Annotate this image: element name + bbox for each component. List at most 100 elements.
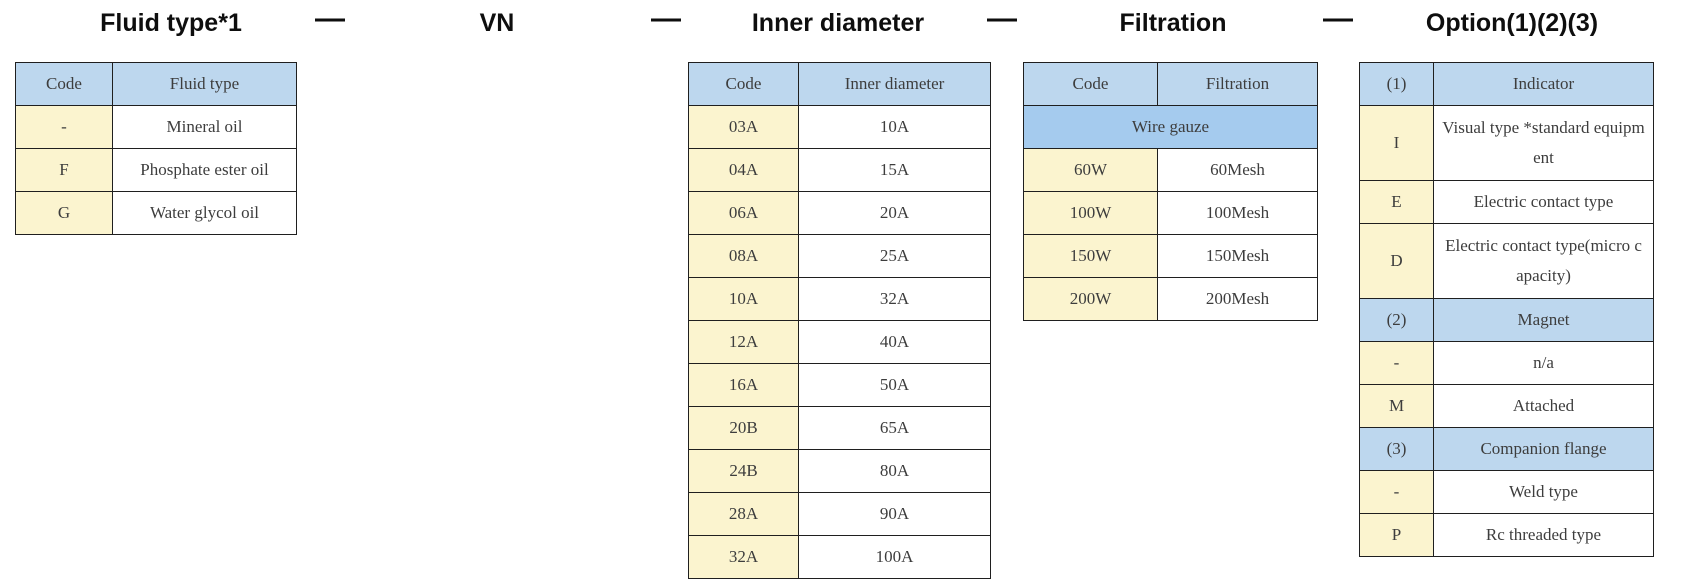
option-value-cell: Electric contact type(micro capacity)	[1433, 223, 1654, 299]
header-row: (1)Indicator	[1359, 62, 1654, 106]
fluid-type-code-cell: F	[15, 148, 113, 192]
inner-diameter-value-cell: 40A	[798, 320, 991, 364]
inner-diameter-code-cell: 20B	[688, 406, 799, 450]
segment-title-inner-diameter: Inner diameter	[751, 9, 925, 37]
inner-diameter-value-cell: 65A	[798, 406, 991, 450]
option-value-cell: Rc threaded type	[1433, 513, 1654, 557]
inner-diameter-code-cell: 06A	[688, 191, 799, 235]
fluid-type-value-cell: Mineral oil	[112, 105, 297, 149]
fluid-type-value-cell: Water glycol oil	[112, 191, 297, 235]
filtration-code-cell: 60W	[1023, 148, 1158, 192]
inner-diameter-value-cell: 90A	[798, 492, 991, 536]
inner-diameter-value-cell: 32A	[798, 277, 991, 321]
filtration-code-cell: 100W	[1023, 191, 1158, 235]
filtration-code-cell: 200W	[1023, 277, 1158, 321]
inner-diameter-code-cell: 12A	[688, 320, 799, 364]
table-row: (2)Magnet	[1359, 298, 1654, 342]
segment-title-filtration: Filtration	[1119, 9, 1227, 37]
inner-diameter-code-cell: 04A	[688, 148, 799, 192]
option-value-cell: Visual type *standard equipment	[1433, 105, 1654, 181]
option-section-label-cell: Magnet	[1433, 298, 1654, 342]
inner-diameter-code-cell: 28A	[688, 492, 799, 536]
option-code-cell: E	[1359, 180, 1434, 224]
fluid-type-column-header-1: Fluid type	[112, 62, 297, 106]
inner-diameter-value-cell: 20A	[798, 191, 991, 235]
option-section-code-cell: (3)	[1359, 427, 1434, 471]
fluid-type-column-header-0: Code	[15, 62, 113, 106]
table-row: -Mineral oil	[15, 105, 297, 149]
separator-dash: —	[987, 2, 1017, 35]
segment-title-model-vn: VN	[479, 9, 515, 37]
filtration-column-header-0: Code	[1023, 62, 1158, 106]
segment-title-option: Option(1)(2)(3)	[1425, 9, 1599, 37]
segment-title-fluid-type: Fluid type*1	[100, 9, 242, 37]
inner-diameter-value-cell: 50A	[798, 363, 991, 407]
inner-diameter-value-cell: 80A	[798, 449, 991, 493]
option-column-header-1: Indicator	[1433, 62, 1654, 106]
separator-dash: —	[651, 2, 681, 35]
fluid-type-code-cell: -	[15, 105, 113, 149]
option-code-cell: P	[1359, 513, 1434, 557]
inner-diameter-code-cell: 10A	[688, 277, 799, 321]
option-value-cell: Electric contact type	[1433, 180, 1654, 224]
filtration-value-cell: 60Mesh	[1157, 148, 1318, 192]
option-code-cell: -	[1359, 470, 1434, 514]
inner-diameter-value-cell: 15A	[798, 148, 991, 192]
filtration-group-cell: Wire gauze	[1023, 105, 1318, 149]
inner-diameter-column-header-1: Inner diameter	[798, 62, 991, 106]
option-value-cell: Weld type	[1433, 470, 1654, 514]
inner-diameter-value-cell: 10A	[798, 105, 991, 149]
inner-diameter-code-cell: 08A	[688, 234, 799, 278]
filtration-value-cell: 100Mesh	[1157, 191, 1318, 235]
inner-diameter-code-cell: 32A	[688, 535, 799, 579]
inner-diameter-code-cell: 03A	[688, 105, 799, 149]
inner-diameter-code-cell: 16A	[688, 363, 799, 407]
inner-diameter-column-header-0: Code	[688, 62, 799, 106]
option-column-header-0: (1)	[1359, 62, 1434, 106]
filtration-code-cell: 150W	[1023, 234, 1158, 278]
table-row: Wire gauze	[1023, 105, 1318, 149]
inner-diameter-value-cell: 100A	[798, 535, 991, 579]
inner-diameter-code-cell: 24B	[688, 449, 799, 493]
option-code-cell: M	[1359, 384, 1434, 428]
option-value-cell: n/a	[1433, 341, 1654, 385]
option-section-label-cell: Companion flange	[1433, 427, 1654, 471]
option-section-code-cell: (2)	[1359, 298, 1434, 342]
fluid-type-code-cell: G	[15, 191, 113, 235]
separator-dash: —	[1323, 2, 1353, 35]
inner-diameter-value-cell: 25A	[798, 234, 991, 278]
table-row: (3)Companion flange	[1359, 427, 1654, 471]
filtration-value-cell: 150Mesh	[1157, 234, 1318, 278]
table-row: -n/a	[1359, 341, 1654, 385]
